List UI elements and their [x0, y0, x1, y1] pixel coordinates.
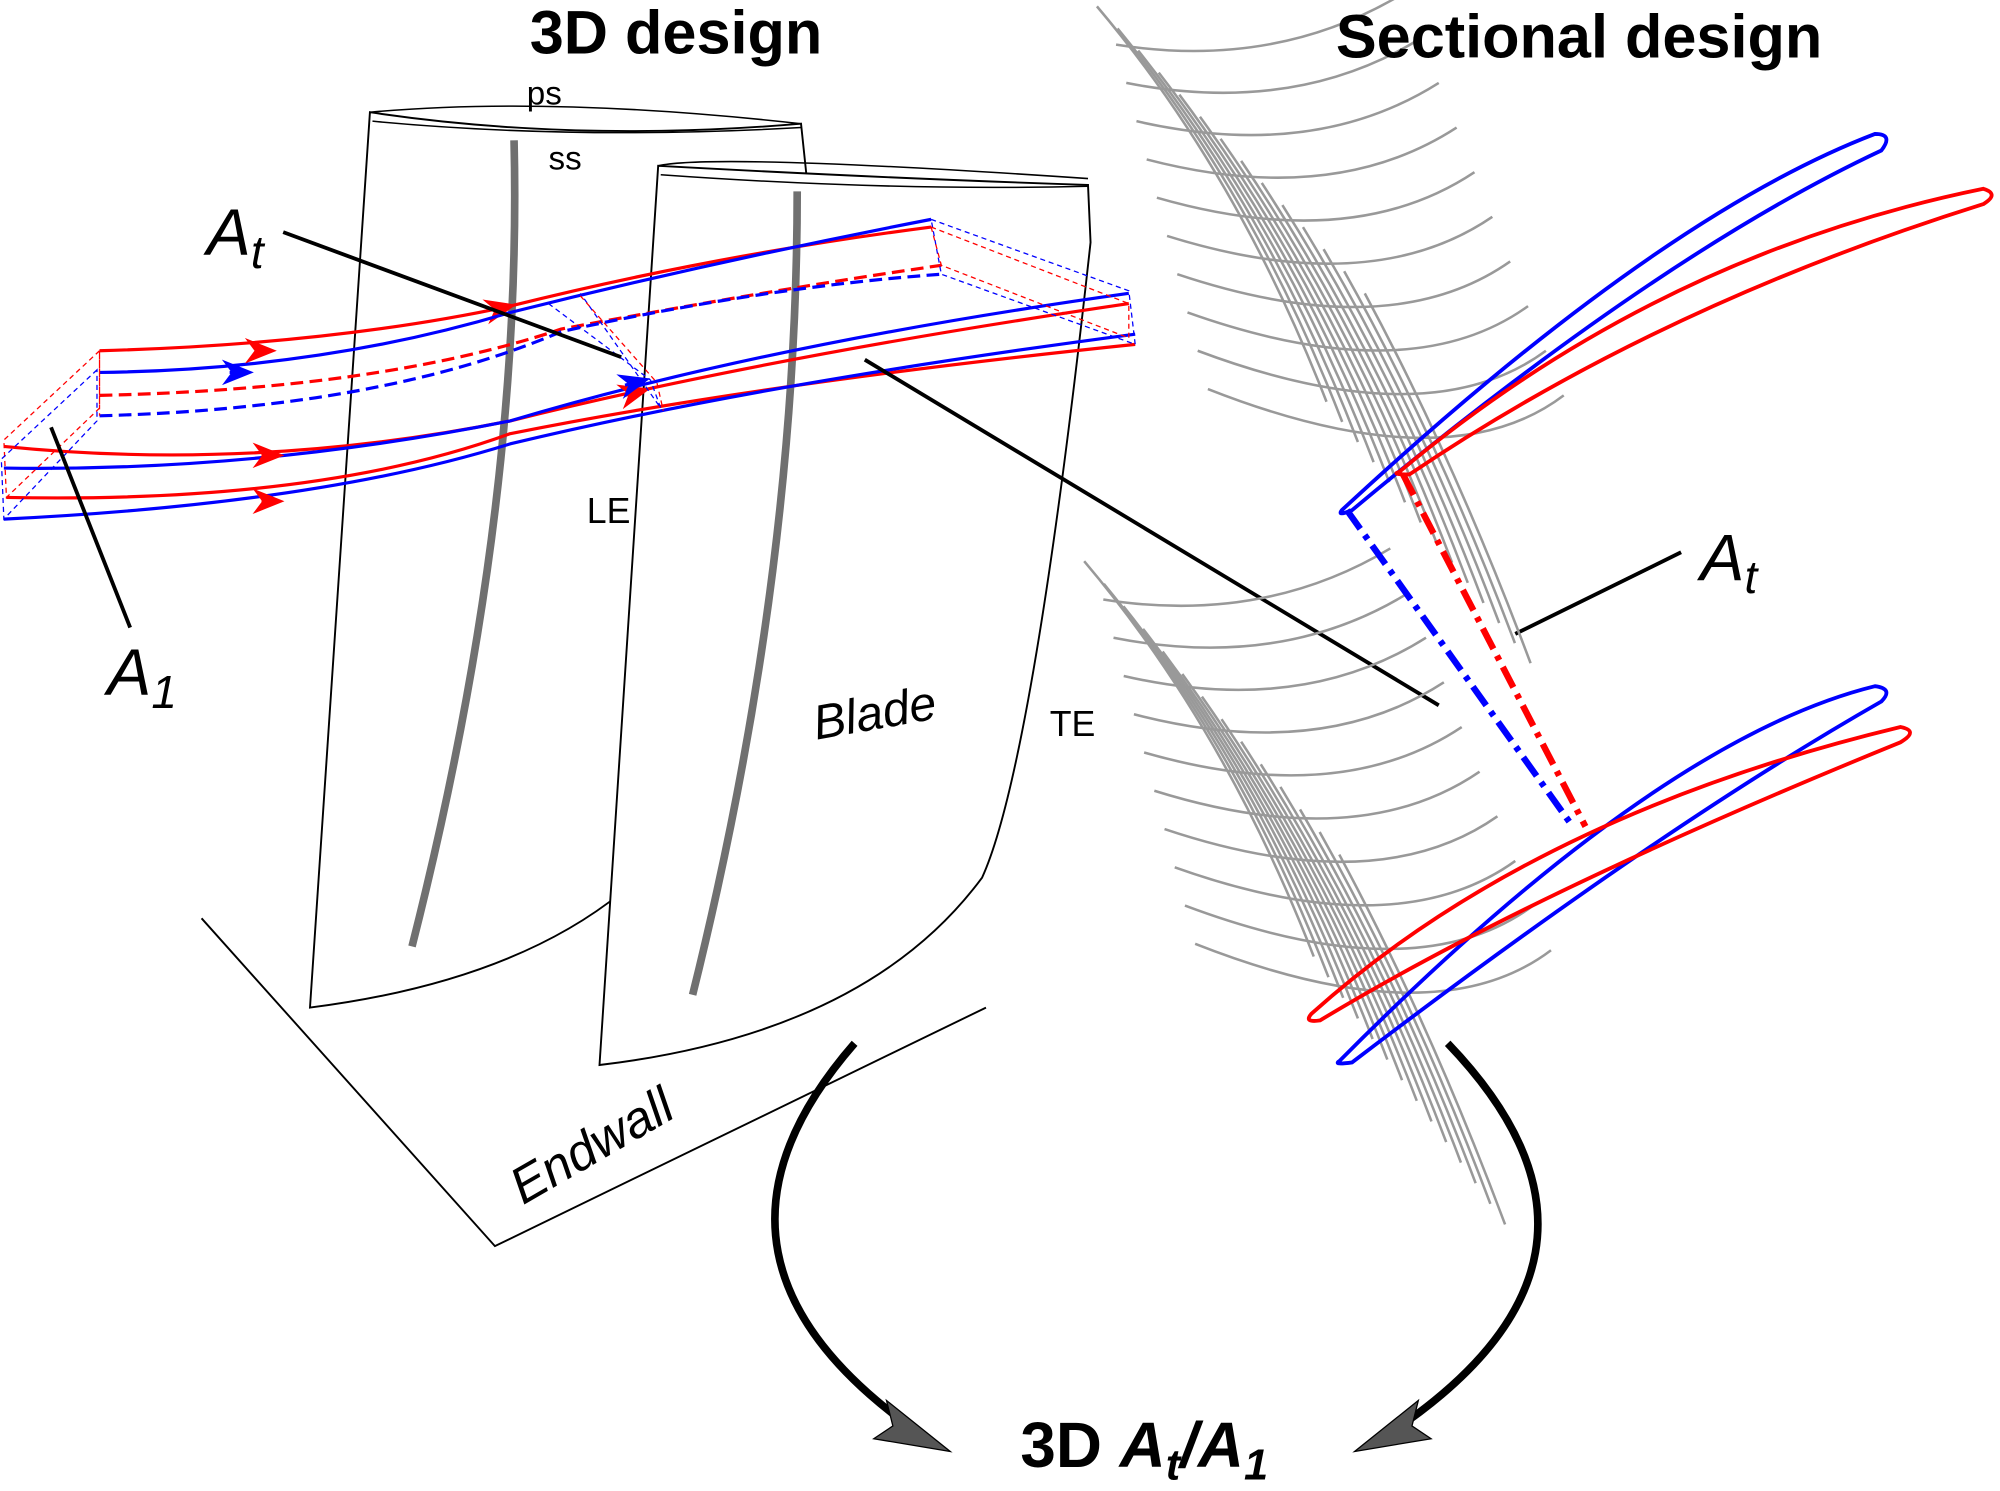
mesh-line — [1184, 904, 1534, 951]
mesh-line — [1363, 292, 1532, 664]
mesh-line — [1146, 126, 1458, 179]
label-throat-area-3d: At — [203, 196, 266, 278]
mesh-line — [1113, 591, 1409, 649]
mesh-line — [1279, 786, 1463, 1164]
label-te: TE — [1050, 704, 1096, 744]
label-throat-area-section: At — [1696, 521, 1759, 603]
camber-line-front — [688, 191, 802, 996]
mesh-line — [1298, 808, 1477, 1184]
mesh-line — [1095, 5, 1328, 403]
label-endwall: Endwall — [500, 1075, 685, 1214]
mesh-line — [1207, 387, 1565, 440]
result-label: 3D At/A1 — [1020, 1409, 1268, 1490]
mesh-line — [1156, 171, 1476, 222]
mesh-line — [1174, 859, 1517, 907]
mesh-line — [1133, 681, 1445, 734]
mesh-line — [1194, 942, 1552, 994]
throat-blue — [1344, 508, 1576, 829]
mesh-line — [1153, 770, 1481, 820]
airfoil-upper-blue — [1338, 132, 1889, 516]
mesh-line — [1102, 582, 1330, 978]
mesh-line — [1116, 27, 1344, 423]
result-arrows — [771, 1040, 1542, 1453]
arrow-left — [771, 1040, 934, 1445]
mesh-line — [1338, 853, 1507, 1225]
mesh-line — [1281, 204, 1469, 584]
mesh-line — [1142, 628, 1360, 1019]
mesh-line — [1197, 349, 1547, 396]
camber-line-back — [408, 140, 519, 948]
airfoil-lower-red — [1306, 725, 1912, 1023]
label-ps: ps — [527, 76, 562, 113]
mesh-line — [1164, 815, 1499, 864]
mesh-line — [1103, 547, 1391, 608]
mesh-line — [1123, 636, 1427, 692]
mesh-line — [1343, 270, 1517, 644]
mesh-line — [1166, 215, 1494, 265]
airfoil-lower-blue — [1335, 684, 1889, 1066]
mesh-line — [1240, 160, 1438, 544]
mesh-line — [1143, 725, 1463, 777]
title-3d-design: 3D design — [530, 0, 823, 67]
mesh-line — [1240, 741, 1433, 1122]
mesh-line — [1322, 248, 1501, 624]
mesh-line — [1318, 831, 1492, 1205]
mesh-line — [1187, 305, 1529, 352]
label-inlet-area: A1 — [103, 636, 177, 718]
mesh-line — [1115, 0, 1395, 53]
blade-front — [598, 160, 1092, 1067]
leader-lines — [49, 230, 1682, 707]
airfoil-upper-red — [1394, 186, 1994, 477]
mesh-line — [1301, 226, 1485, 604]
label-le: LE — [587, 491, 631, 531]
label-ss: ss — [548, 141, 581, 178]
mesh-line — [1157, 71, 1375, 463]
inlet-box — [0, 218, 1136, 521]
mesh-upper — [1095, 0, 1565, 664]
mesh-line — [1220, 718, 1418, 1102]
airfoils — [1306, 132, 1994, 1066]
arrowhead-left-icon — [872, 1398, 953, 1453]
mesh-line — [1219, 138, 1422, 523]
mesh-line — [1176, 260, 1511, 309]
mesh-line — [1259, 763, 1448, 1143]
title-sectional-design: Sectional design — [1336, 2, 1822, 70]
mesh-line — [1178, 93, 1391, 483]
arrow-right — [1375, 1040, 1542, 1445]
mesh-line — [1198, 116, 1407, 503]
mesh-lower — [1083, 547, 1552, 1225]
throat-red — [1400, 473, 1589, 828]
mesh-line — [1136, 81, 1440, 137]
mesh-line — [1137, 49, 1360, 443]
mesh-line — [1122, 605, 1345, 999]
stream-tubes — [3, 217, 1136, 521]
mesh-line — [1260, 182, 1454, 564]
mesh-line — [1181, 673, 1389, 1061]
arrowhead-right-icon — [1352, 1398, 1433, 1453]
mesh-line — [1126, 37, 1422, 95]
